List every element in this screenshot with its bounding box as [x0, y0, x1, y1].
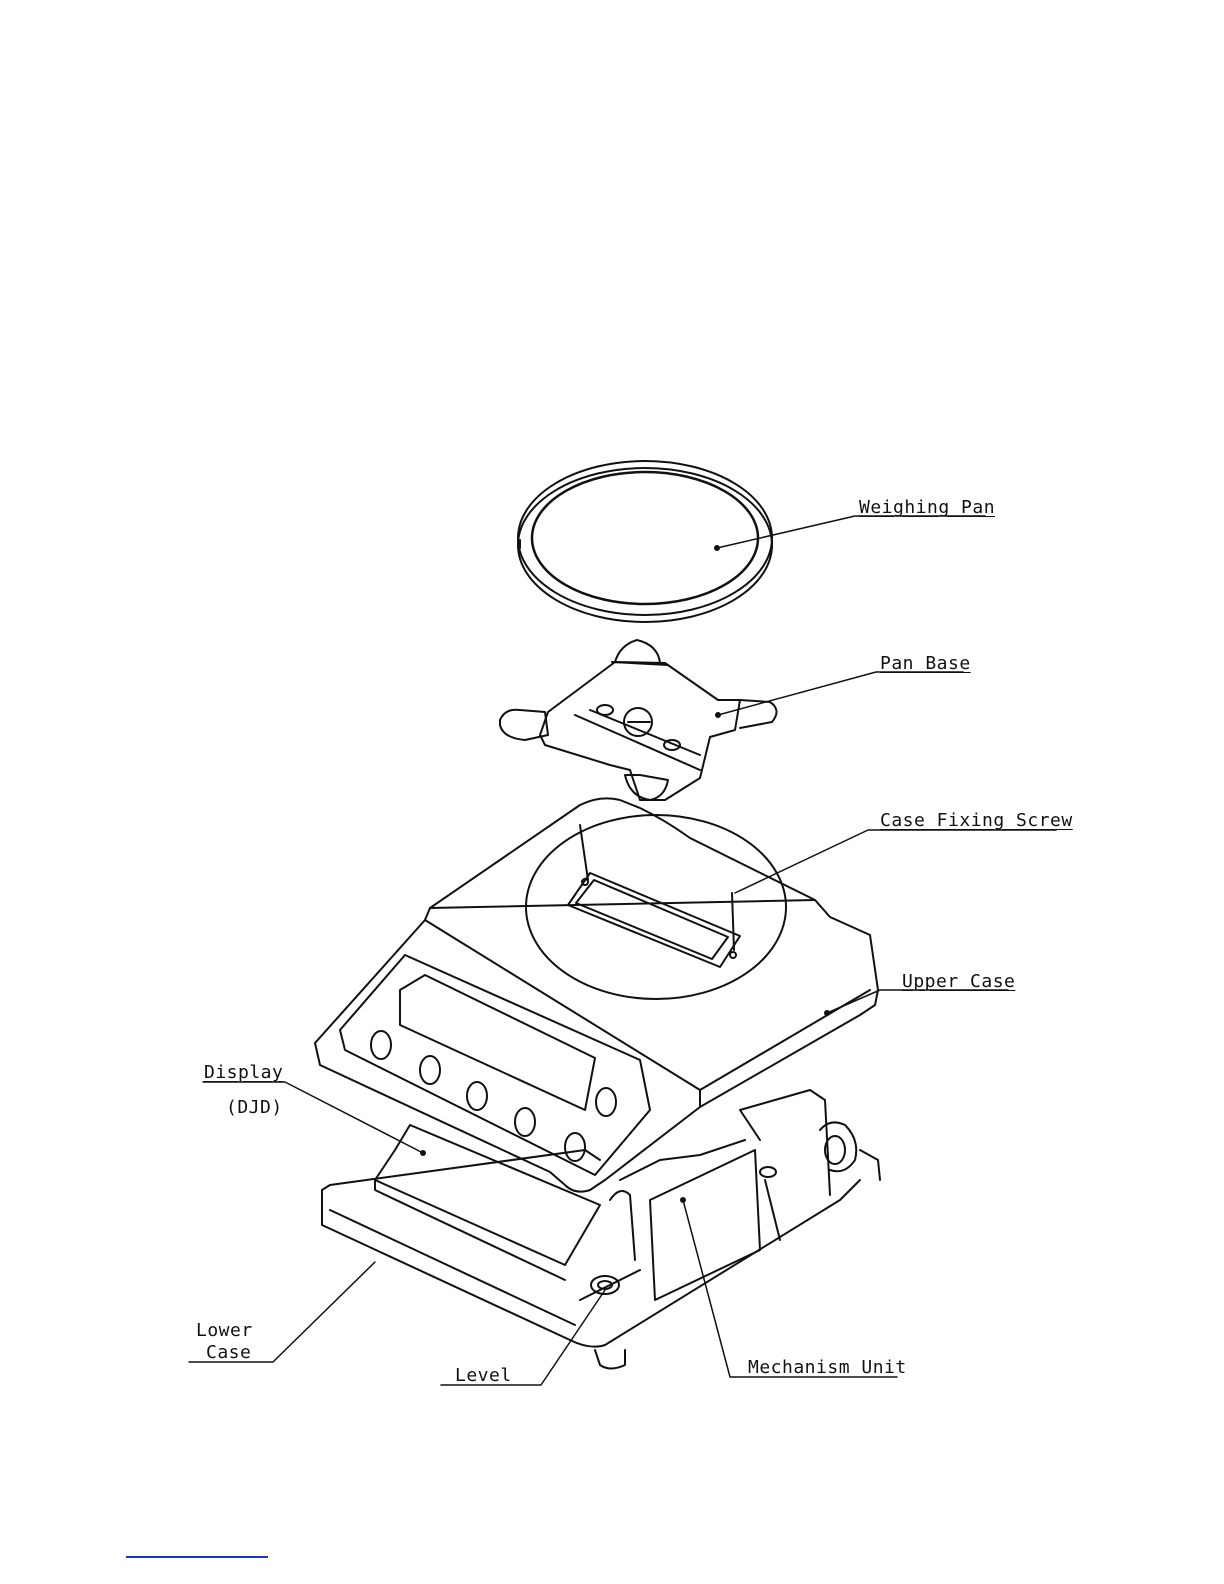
label-case-fixing-screw: Case Fixing Screw	[880, 811, 1073, 831]
lower-case-drawing	[322, 1125, 860, 1369]
label-lower-case-line2: Case	[206, 1343, 251, 1363]
label-lower-case-line1: Lower	[196, 1321, 253, 1341]
upper-case-leader	[827, 990, 1008, 1013]
label-upper-case: Upper Case	[902, 972, 1015, 992]
mechanism-unit-drawing	[610, 1090, 880, 1300]
footnote-rule	[126, 1556, 268, 1558]
label-weighing-pan: Weighing Pan	[859, 498, 995, 518]
leader-lines	[189, 516, 1056, 1385]
mechanism-unit-leader	[683, 1200, 897, 1377]
label-display-sub: (DJD)	[226, 1098, 283, 1118]
label-display: Display	[204, 1063, 283, 1083]
label-level: Level	[455, 1366, 512, 1386]
pan-base-drawing	[500, 640, 777, 800]
label-mechanism-unit: Mechanism Unit	[748, 1358, 907, 1378]
display-panel-drawing	[340, 955, 650, 1175]
weighing-pan-drawing	[518, 461, 772, 622]
pan-base-leader	[718, 672, 963, 715]
label-pan-base: Pan Base	[880, 654, 971, 674]
